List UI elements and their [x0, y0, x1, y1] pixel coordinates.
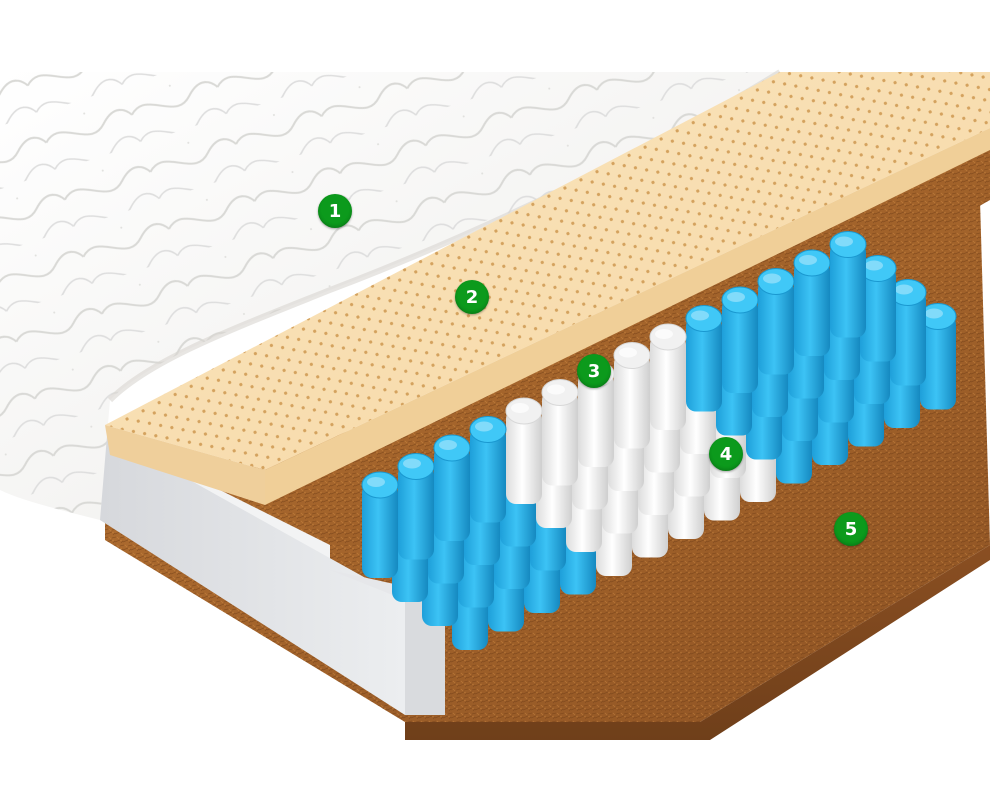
white-spring	[613, 342, 651, 449]
badge-5: 5	[834, 512, 868, 546]
blue-spring	[469, 416, 507, 523]
badge-4: 4	[709, 437, 743, 471]
blue-spring	[889, 279, 927, 386]
blue-spring	[757, 268, 795, 375]
badge-1: 1	[318, 194, 352, 228]
pocket-springs	[361, 231, 957, 650]
blue-spring	[685, 305, 723, 412]
blue-spring	[793, 249, 831, 356]
white-spring	[541, 379, 579, 486]
blue-spring	[859, 255, 897, 362]
badge-2: 2	[455, 280, 489, 314]
badge-3-label: 3	[587, 360, 601, 382]
latex-layer	[105, 72, 990, 505]
badge-2-label: 2	[465, 286, 479, 308]
white-spring	[649, 323, 687, 430]
badge-1-label: 1	[328, 200, 342, 222]
blue-spring	[433, 434, 471, 541]
blue-spring	[721, 286, 759, 393]
blue-spring	[919, 303, 957, 410]
white-spring	[505, 397, 543, 504]
badge-5-label: 5	[844, 518, 858, 540]
blue-spring	[361, 471, 399, 578]
badge-3: 3	[577, 354, 611, 388]
blue-spring	[397, 453, 435, 560]
blue-spring	[829, 231, 867, 338]
badge-4-label: 4	[719, 443, 733, 465]
